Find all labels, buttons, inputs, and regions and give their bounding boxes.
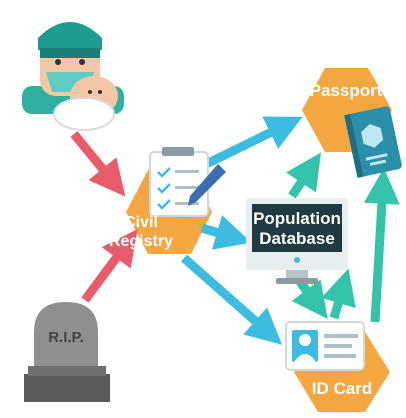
civil-registry-label-line2: Registry	[109, 233, 173, 250]
passport-label: Passport	[310, 81, 383, 100]
passport-icon	[344, 106, 402, 178]
arrow-id-card-to-passport	[363, 167, 400, 323]
form-with-pen-icon	[149, 147, 226, 217]
arrow-id-card-to-database	[321, 268, 356, 320]
computer-monitor-icon	[246, 198, 348, 284]
civil-registry-label-line1: Civil	[124, 214, 158, 231]
arrow-database-to-passport	[286, 152, 321, 199]
arrow-death-to-registry	[81, 228, 138, 303]
tombstone-label: R.I.P.	[48, 329, 84, 346]
id-card-icon	[285, 321, 365, 371]
id-card-label: ID Card	[312, 379, 372, 398]
population-label-line2: Database	[259, 229, 335, 248]
arrow-database-to-id-card	[291, 279, 328, 319]
doctor-with-baby-icon	[22, 22, 124, 131]
arrow-registry-to-id-card	[181, 254, 283, 345]
population-label-line1: Population	[253, 209, 341, 228]
arrow-birth-to-registry	[70, 131, 126, 197]
arrow-registry-to-database	[200, 215, 252, 250]
tombstone-icon: R.I.P.	[24, 302, 110, 402]
